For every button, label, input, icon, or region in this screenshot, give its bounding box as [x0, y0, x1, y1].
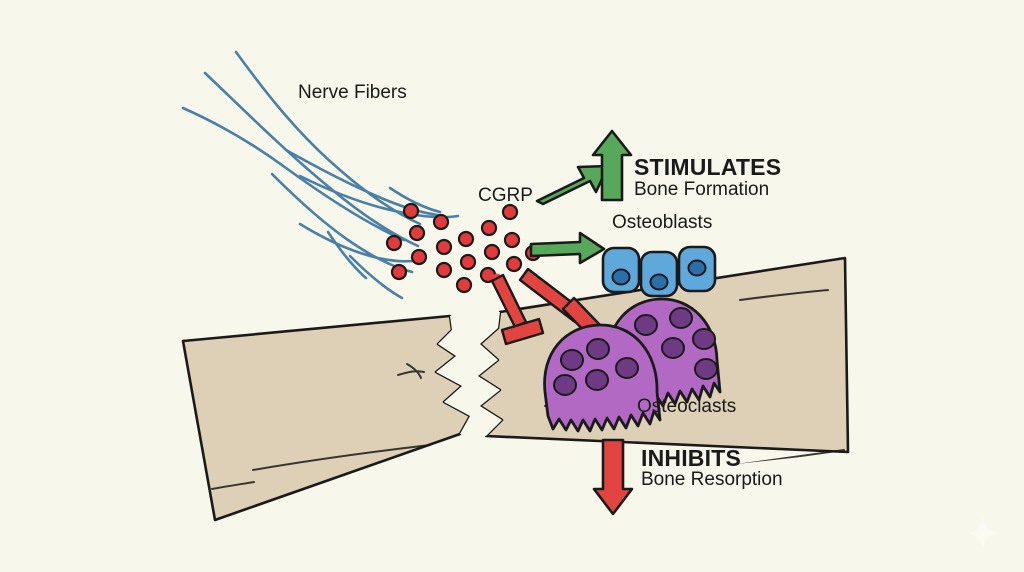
red-inhibit-arrow-right	[518, 267, 603, 339]
cgrp-particle	[505, 255, 523, 273]
cgrp-particle	[390, 263, 408, 281]
osteoclast-nuclei	[553, 338, 639, 396]
cgrp-particle	[402, 202, 420, 220]
osteoblast-cell	[639, 250, 679, 298]
label-osteoclasts: Osteoclasts	[637, 396, 737, 417]
green-arrow-to-osteoblasts	[529, 231, 606, 265]
osteoblast-cell	[601, 246, 641, 294]
sparkle-star-watermark	[967, 517, 999, 549]
osteoblast-nucleus	[687, 259, 707, 277]
red-inhibit-arrow-left	[490, 273, 545, 346]
fracture-gap	[436, 312, 502, 436]
cgrp-particle	[385, 234, 403, 252]
nerve-fibers	[181, 50, 460, 300]
osteoblast-nucleus	[649, 273, 669, 291]
cgrp-particles	[385, 202, 542, 294]
label-nerve-fibers: Nerve Fibers	[298, 82, 407, 103]
cgrp-particle	[483, 243, 501, 261]
osteoblast-cell	[677, 245, 717, 293]
label-stimulates-heading: STIMULATES	[634, 154, 782, 180]
cgrp-particle	[432, 213, 450, 231]
label-osteoblasts: Osteoblasts	[612, 212, 713, 233]
green-arrow-up-large	[591, 129, 633, 202]
cgrp-particle	[459, 253, 477, 271]
label-stimulates-subtext: Bone Formation	[634, 179, 770, 200]
osteoblast-nucleus	[611, 268, 631, 286]
cgrp-particle	[410, 248, 428, 266]
cgrp-particle	[480, 219, 498, 237]
nerve-fiber	[348, 254, 404, 300]
label-inhibits-heading: INHIBITS	[641, 445, 741, 471]
osteoblast-group	[601, 245, 717, 298]
cgrp-particle	[455, 276, 473, 294]
red-arrow-down-large	[592, 438, 634, 516]
cgrp-particle	[435, 261, 453, 279]
label-inhibits-subtext: Bone Resorption	[641, 469, 783, 490]
nerve-fiber	[326, 230, 368, 280]
cgrp-particle	[435, 238, 453, 256]
cgrp-particle	[457, 230, 475, 248]
cgrp-particle	[503, 231, 521, 249]
osteoclast-nuclei	[634, 307, 718, 380]
label-cgrp: CGRP	[478, 185, 533, 206]
nerve-fiber	[298, 222, 422, 263]
cgrp-particle	[501, 203, 519, 221]
cgrp-particle	[408, 224, 426, 242]
nerve-fiber	[203, 71, 420, 248]
nerve-fiber	[284, 148, 446, 218]
nerve-fiber	[181, 106, 406, 242]
nerve-fiber	[388, 186, 442, 214]
osteoclast-cell-front	[543, 323, 662, 433]
